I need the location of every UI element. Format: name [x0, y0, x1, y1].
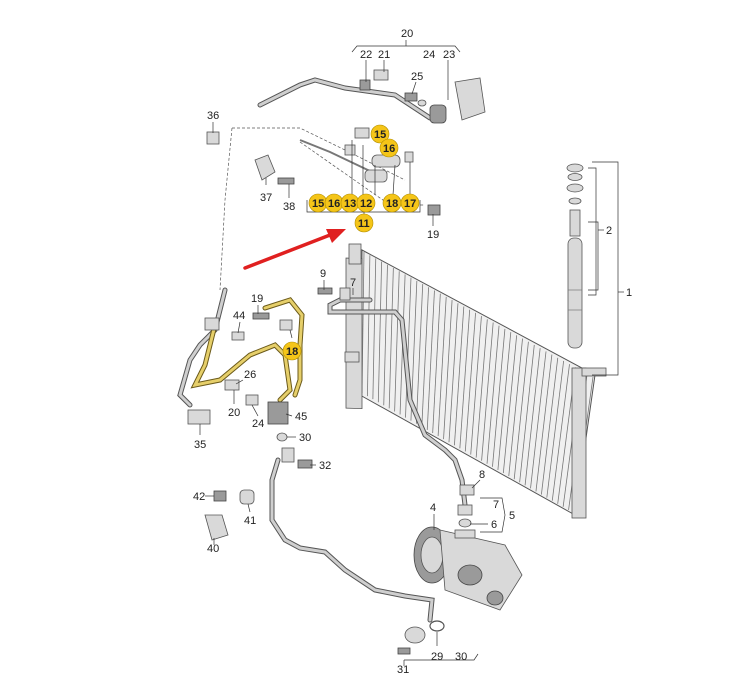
label-30: 30 [299, 432, 311, 444]
label-36: 36 [207, 110, 219, 122]
label-9: 9 [320, 268, 326, 280]
refrigerant-pipes [177, 77, 468, 623]
receiver-dryer [566, 163, 584, 349]
label-7: 7 [350, 277, 356, 289]
label-41: 41 [244, 515, 256, 527]
highlight-label-15b: 15 [312, 198, 324, 210]
label-20: 20 [228, 407, 240, 419]
label-5: 5 [509, 510, 515, 522]
label-20: 20 [401, 28, 413, 40]
highlight-circle-18b [282, 341, 302, 361]
highlight-label-16a: 16 [383, 143, 395, 155]
highlighted-part-labels: 15 16 15 16 13 12 18 17 11 18 [286, 129, 416, 358]
highlight-circle-12 [356, 193, 376, 213]
label-35: 35 [194, 439, 206, 451]
label-26: 26 [244, 369, 256, 381]
label-42: 42 [193, 491, 205, 503]
label-31: 31 [397, 664, 409, 673]
label-1: 1 [626, 287, 632, 299]
label-19: 19 [427, 229, 439, 241]
leader-lines [199, 40, 624, 666]
label-45: 45 [295, 411, 307, 423]
highlight-circle-16a [379, 138, 399, 158]
highlight-label-15a: 15 [374, 129, 386, 141]
label-32: 32 [319, 460, 331, 472]
label-19: 19 [251, 293, 263, 305]
label-8: 8 [479, 469, 485, 481]
red-arrow [243, 229, 346, 270]
condenser [344, 243, 607, 519]
label-24: 24 [252, 418, 264, 430]
highlight-label-12: 12 [360, 198, 372, 210]
label-7: 7 [493, 499, 499, 511]
label-2: 2 [606, 225, 612, 237]
label-38: 38 [283, 201, 295, 213]
highlight-label-17: 17 [404, 198, 416, 210]
label-23: 23 [443, 49, 455, 61]
label-4: 4 [430, 502, 436, 514]
label-24: 24 [423, 49, 435, 61]
highlight-label-11: 11 [358, 218, 370, 230]
label-22: 22 [360, 49, 372, 61]
highlight-circles [282, 124, 420, 361]
part-labels: 20 22 21 24 23 25 36 37 38 19 2 1 9 7 19… [193, 28, 632, 673]
highlight-circle-15a [370, 124, 390, 144]
highlight-label-18a: 18 [386, 198, 398, 210]
label-37: 37 [260, 192, 272, 204]
label-44: 44 [233, 310, 245, 322]
label-29: 29 [431, 651, 443, 663]
highlight-label-18b: 18 [286, 346, 298, 358]
label-6: 6 [491, 519, 497, 531]
small-parts [187, 69, 486, 655]
label-25: 25 [411, 71, 423, 83]
highlight-circle-17 [400, 193, 420, 213]
label-40: 40 [207, 543, 219, 555]
label-21: 21 [378, 49, 390, 61]
highlight-label-13: 13 [344, 198, 356, 210]
ac-compressor [413, 526, 523, 611]
highlight-circle-11 [354, 213, 374, 233]
label-30: 30 [455, 651, 467, 663]
highlight-label-16b: 16 [328, 198, 340, 210]
